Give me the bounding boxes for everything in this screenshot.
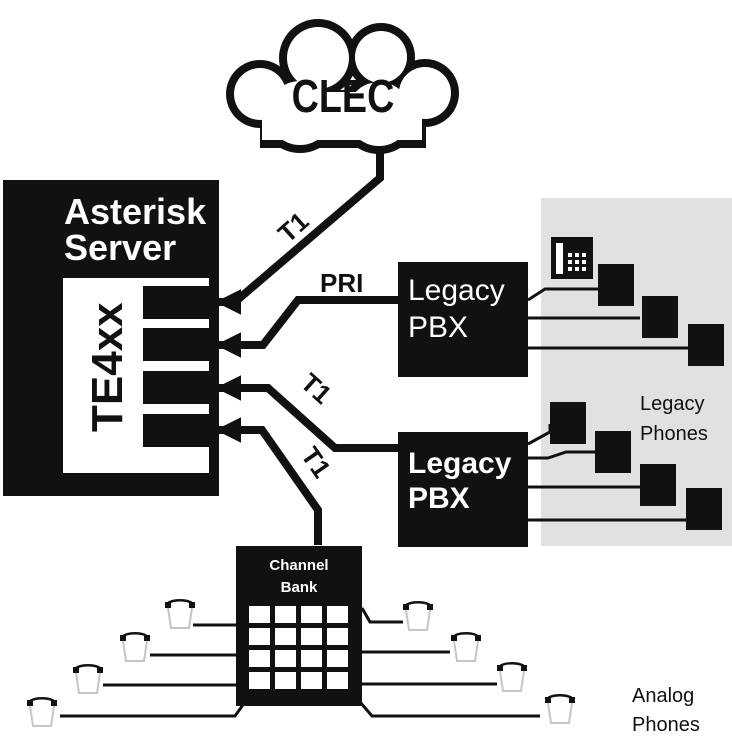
legacy-phone-2 bbox=[642, 296, 678, 338]
legacy-phone-6 bbox=[640, 464, 676, 506]
t1-label-mid: T1 bbox=[295, 367, 338, 410]
connection-lines bbox=[215, 148, 398, 545]
legacy-pbx-2: Legacy PBX bbox=[398, 424, 686, 547]
card-port-2 bbox=[143, 328, 211, 361]
analog-phone-r1 bbox=[401, 601, 435, 632]
card-port-4 bbox=[143, 414, 211, 447]
legacy-phone-5 bbox=[595, 431, 631, 473]
channel-bank-line1: Channel bbox=[269, 557, 328, 574]
analog-phones-label-line2: Phones bbox=[632, 714, 700, 736]
clec-cloud: CLEC bbox=[226, 19, 459, 154]
t1-link-clec bbox=[215, 148, 384, 315]
t1-link-pbx2 bbox=[215, 375, 398, 452]
analog-phone-l1 bbox=[163, 599, 197, 630]
pri-label: PRI bbox=[320, 268, 363, 298]
pri-link bbox=[215, 296, 398, 358]
card-port-1 bbox=[143, 286, 211, 319]
analog-phone-l2 bbox=[118, 632, 152, 663]
legacy-phone-4 bbox=[550, 402, 586, 444]
analog-phone-l3 bbox=[71, 664, 105, 695]
analog-phone-lines bbox=[60, 607, 540, 718]
analog-phones-label-line1: Analog bbox=[632, 685, 694, 707]
server-title-line2: Server bbox=[64, 227, 176, 268]
channel-bank: Channel Bank bbox=[236, 546, 362, 706]
card-port-3 bbox=[143, 371, 211, 404]
analog-phone-r2 bbox=[449, 632, 483, 663]
te4xx-label: TE4xx bbox=[83, 302, 132, 432]
legacy-phone-1 bbox=[598, 264, 634, 306]
legacy-phones-label-line1: Legacy bbox=[640, 393, 705, 415]
clec-label: CLEC bbox=[292, 70, 395, 121]
legacy-pbx-1: Legacy PBX bbox=[398, 262, 688, 377]
analog-phone-r3 bbox=[495, 662, 529, 693]
pbx1-line2: PBX bbox=[408, 311, 468, 344]
legacy-phones-label-line2: Phones bbox=[640, 423, 708, 445]
t1-link-channel-bank bbox=[215, 417, 322, 545]
legacy-phone-3 bbox=[688, 324, 724, 366]
legacy-desk-phone bbox=[551, 237, 593, 279]
pbx2-line2: PBX bbox=[408, 482, 470, 515]
pbx1-line1: Legacy bbox=[408, 274, 505, 307]
channel-bank-grid bbox=[249, 606, 348, 689]
analog-phone-l4 bbox=[25, 697, 59, 728]
analog-phone-r4 bbox=[543, 694, 577, 725]
asterisk-server: Asterisk Server TE4xx bbox=[3, 180, 219, 496]
server-title-line1: Asterisk bbox=[64, 191, 207, 232]
legacy-phone-7 bbox=[686, 488, 722, 530]
channel-bank-line2: Bank bbox=[281, 579, 318, 596]
pbx2-line1: Legacy bbox=[408, 447, 512, 480]
